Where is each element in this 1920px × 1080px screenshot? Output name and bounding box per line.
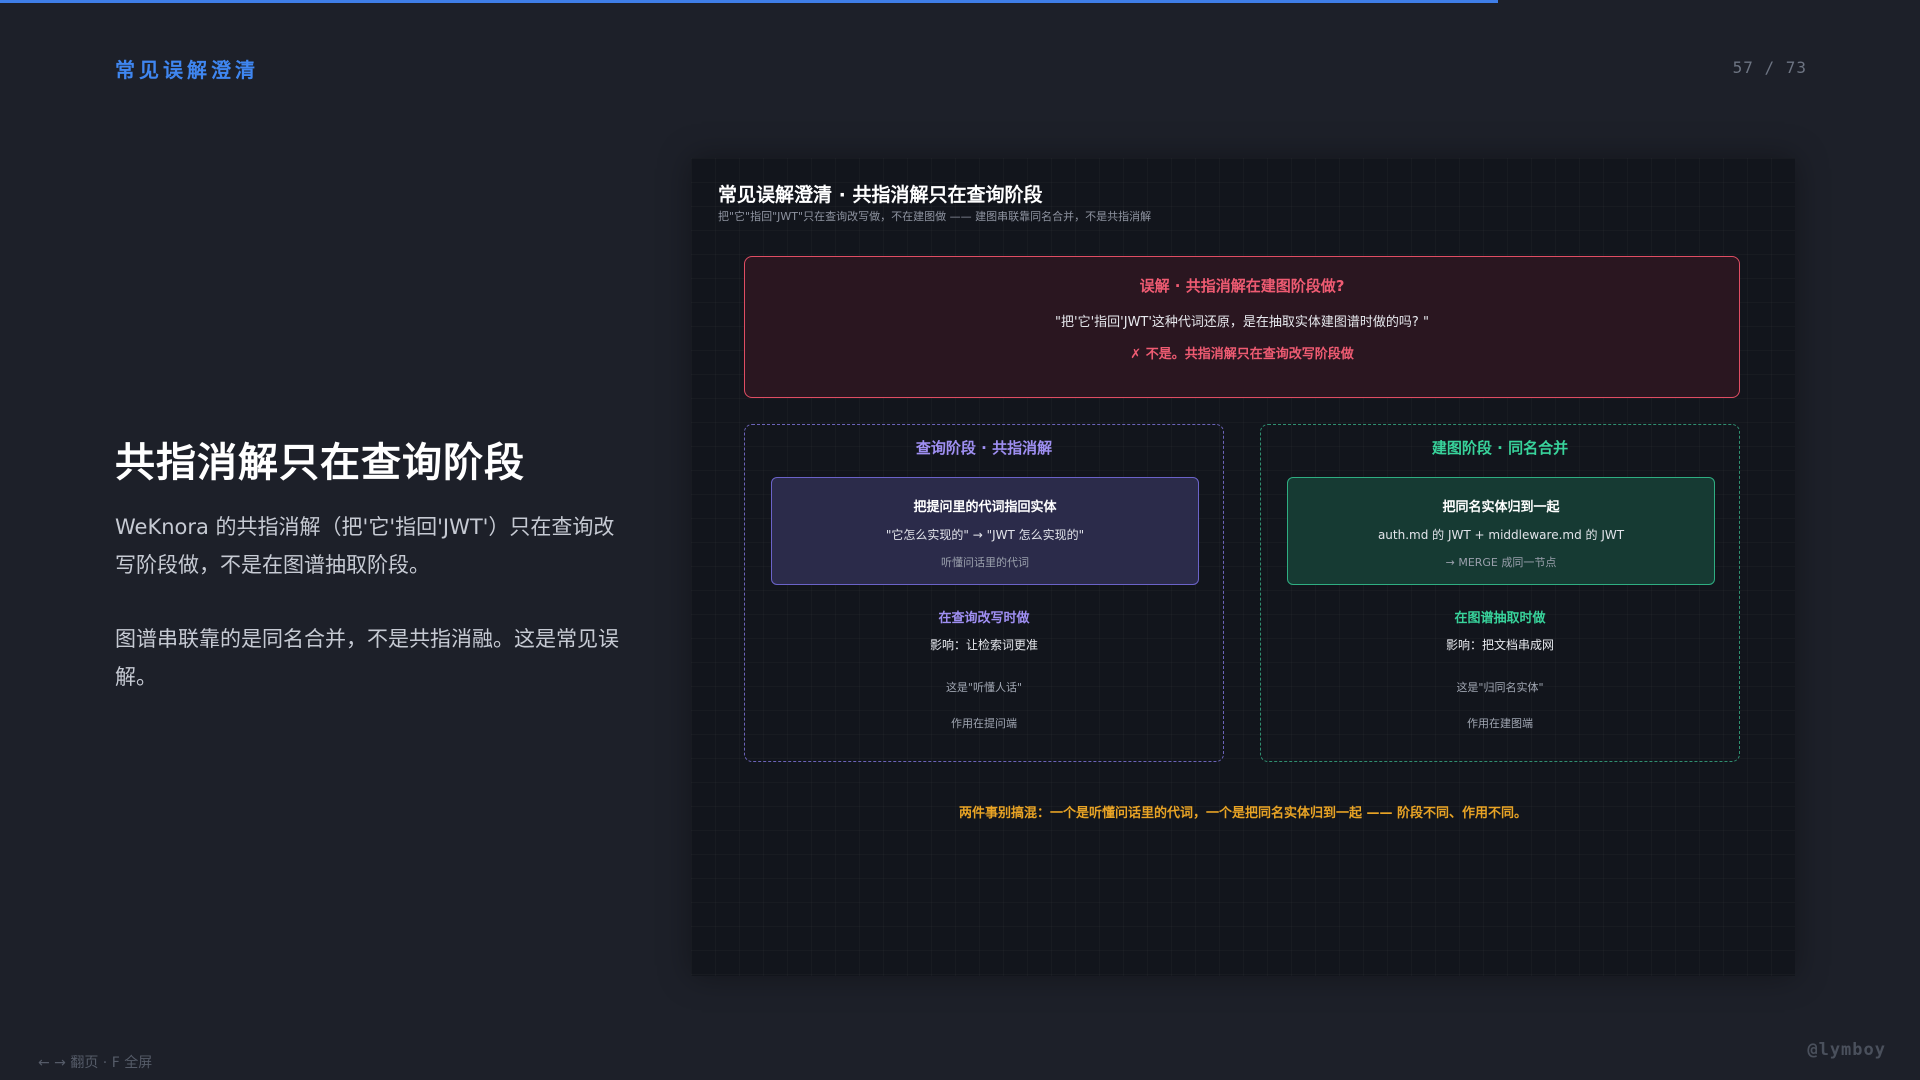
query-stage-card: 把提问里的代词指回实体 "它怎么实现的" → "JWT 怎么实现的" 听懂问话里… xyxy=(771,477,1199,585)
diagram-title: 常见误解澄清 · 共指消解只在查询阶段 xyxy=(718,184,1043,206)
build-stage-nature: 这是"归同名实体" xyxy=(1456,681,1544,694)
build-stage-box: 建图阶段 · 同名合并 把同名实体归到一起 auth.md 的 JWT + mi… xyxy=(1260,424,1740,762)
query-card-example: "它怎么实现的" → "JWT 怎么实现的" xyxy=(885,528,1085,542)
myth-heading: 误解 · 共指消解在建图阶段做? xyxy=(1139,277,1345,295)
myth-question: "把'它'指回'JWT'这种代词还原，是在抽取实体建图谱时做的吗? " xyxy=(1055,315,1429,330)
build-stage-when: 在图谱抽取时做 xyxy=(1454,611,1546,626)
query-stage-when: 在查询改写时做 xyxy=(938,611,1030,626)
diagram-subtitle: 把"它"指回"JWT"只在查询改写做，不在建图做 —— 建图串联靠同名合并，不是… xyxy=(718,210,1152,223)
build-stage-heading: 建图阶段 · 同名合并 xyxy=(1431,439,1569,457)
query-card-title: 把提问里的代词指回实体 xyxy=(913,500,1057,515)
body-paragraph: 图谱串联靠的是同名合并，不是共指消融。这是常见误解。 xyxy=(115,627,619,689)
query-stage-side: 作用在提问端 xyxy=(951,717,1017,730)
build-stage-impact: 影响：把文档串成网 xyxy=(1445,638,1554,652)
build-card-note: → MERGE 成同一节点 xyxy=(1445,556,1557,569)
build-card-example: auth.md 的 JWT + middleware.md 的 JWT xyxy=(1377,528,1625,542)
page-counter: 57 / 73 xyxy=(1732,58,1807,77)
build-stage-card: 把同名实体归到一起 auth.md 的 JWT + middleware.md … xyxy=(1287,477,1715,585)
progress-fill xyxy=(0,0,1498,3)
navigation-hint: ← → 翻页 · F 全屏 xyxy=(38,1055,153,1071)
section-label: 常见误解澄清 xyxy=(115,58,259,82)
myth-box: 误解 · 共指消解在建图阶段做? "把'它'指回'JWT'这种代词还原，是在抽取… xyxy=(744,256,1740,398)
slide-body: WeKnora 的共指消解（把'它'指回'JWT'）只在查询改写阶段做，不是在图… xyxy=(115,508,625,732)
author-watermark: @lymboy xyxy=(1807,1040,1886,1060)
body-paragraph: WeKnora 的共指消解（把'它'指回'JWT'）只在查询改写阶段做，不是在图… xyxy=(115,515,615,577)
myth-verdict: ✗ 不是。共指消解只在查询改写阶段做 xyxy=(1130,347,1354,362)
query-stage-impact: 影响：让检索词更准 xyxy=(929,638,1038,652)
query-stage-heading: 查询阶段 · 共指消解 xyxy=(915,439,1053,457)
build-stage-side: 作用在建图端 xyxy=(1467,717,1533,730)
query-stage-box: 查询阶段 · 共指消解 把提问里的代词指回实体 "它怎么实现的" → "JWT … xyxy=(744,424,1224,762)
slide-title: 共指消解只在查询阶段 xyxy=(115,440,525,486)
query-stage-nature: 这是"听懂人话" xyxy=(945,681,1023,694)
diagram-conclusion: 两件事别搞混：一个是听懂问话里的代词，一个是把同名实体归到一起 —— 阶段不同、… xyxy=(958,806,1528,821)
progress-bar xyxy=(0,0,1920,3)
build-card-title: 把同名实体归到一起 xyxy=(1442,500,1560,515)
diagram-panel: 常见误解澄清 · 共指消解只在查询阶段 把"它"指回"JWT"只在查询改写做，不… xyxy=(691,158,1795,976)
query-card-note: 听懂问话里的代词 xyxy=(941,556,1029,569)
